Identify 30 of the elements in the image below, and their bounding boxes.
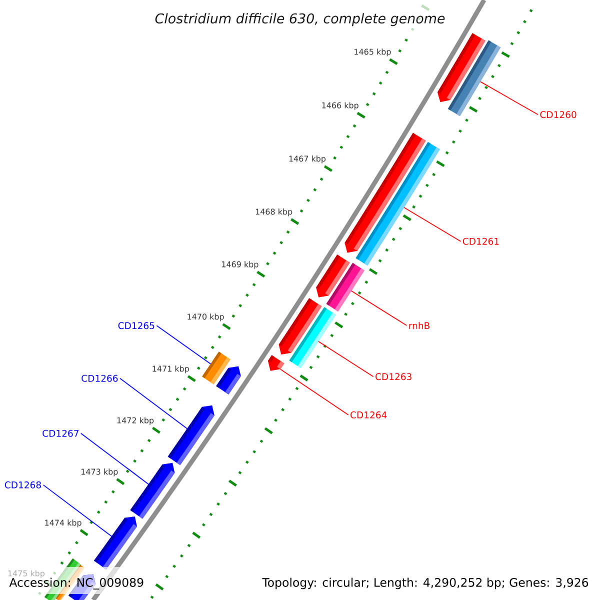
gene-block (216, 366, 241, 394)
gene-block (268, 355, 284, 371)
gene-block (130, 462, 175, 519)
leader-line (280, 368, 349, 416)
gene-label: CD1265 (118, 322, 154, 330)
footer-text: Topology: circular; Length: 4,290,252 bp; Genes: 3,926 (262, 578, 588, 590)
gene-bar (289, 307, 336, 368)
title: Clostridium difficile 630, complete genome (155, 13, 445, 26)
gene-label: CD1263 (376, 373, 412, 380)
leader-line (156, 325, 212, 364)
gene-bar (326, 262, 364, 312)
gene-block (168, 405, 214, 466)
gene-label: CD1261 (462, 238, 499, 245)
gene-block (94, 516, 137, 570)
gene-label: CD1266 (82, 374, 118, 382)
leader-line (120, 378, 188, 430)
gene-label: CD1260 (540, 111, 576, 118)
leader-line (404, 207, 462, 242)
gene-label: rnhB (409, 322, 430, 329)
gene-bar (448, 40, 501, 116)
leader-line (480, 81, 538, 116)
gene-bar (356, 142, 440, 266)
leader-line (80, 432, 149, 485)
footer-text: Accession: NC_009089 (9, 578, 144, 590)
gene-label: CD1268 (4, 481, 41, 488)
leader-line (318, 341, 374, 378)
leader-line (350, 290, 408, 326)
gene-label: CD1264 (350, 411, 387, 418)
gene-label: CD1267 (42, 430, 78, 437)
leader-line (42, 484, 112, 537)
